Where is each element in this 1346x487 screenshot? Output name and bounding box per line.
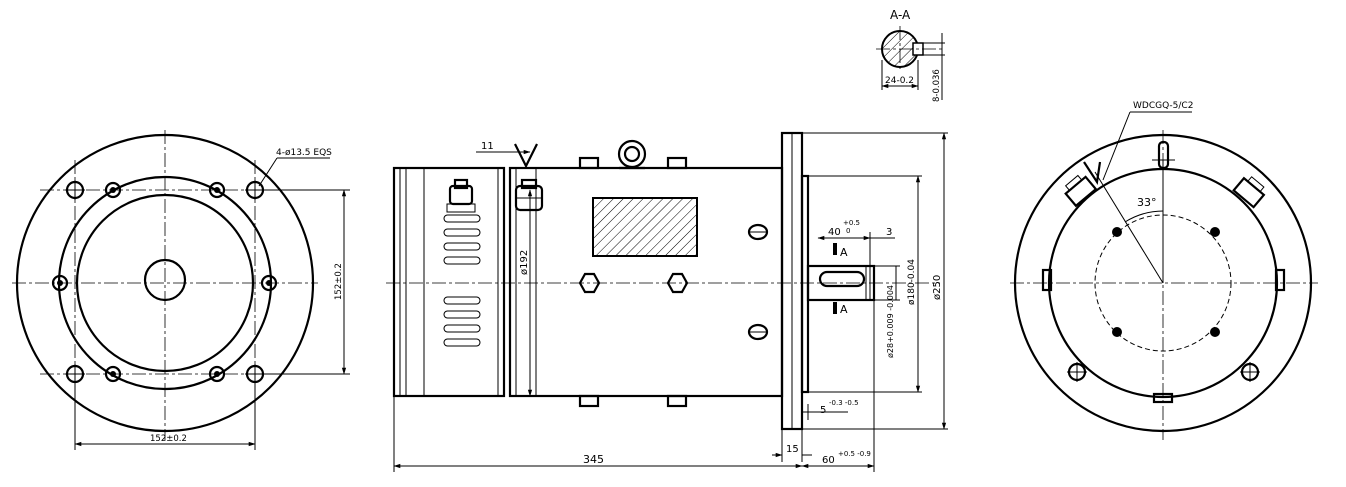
housing-bolt	[578, 394, 600, 408]
left-bolt	[104, 181, 122, 199]
section-mark-top: A	[840, 246, 848, 259]
dim-5-tol: -0.3 -0.5	[829, 399, 859, 407]
left-hole-label: 4-ø13.5 EQS	[276, 148, 332, 158]
body-tab	[1041, 268, 1053, 292]
left-bolt	[51, 274, 69, 292]
section-dim-width: 24-0.2	[885, 76, 914, 86]
left-mount-hole	[65, 364, 85, 384]
section-a-a-view: A-A 24-0.2 8-0.036	[876, 8, 945, 102]
section-dim-key: 8-0.036	[932, 69, 942, 102]
dim-180: ø180-0.04	[907, 259, 917, 305]
left-front-view: 4-ø13.5 EQS 152±0.2 152±0.2	[12, 130, 350, 450]
terminal-post	[514, 178, 544, 212]
side-view: A A 11 ø192 40 +0.5 0 3 ø28+0.009 -0.004…	[386, 131, 948, 472]
left-dim-horizontal: 152±0.2	[150, 434, 187, 444]
dim-40-tol-lower: 0	[846, 227, 850, 235]
dim-60-tol: +0.5 -0.9	[838, 450, 871, 458]
vent-slots-lower	[443, 296, 481, 347]
hex-bolt	[578, 272, 601, 294]
angled-terminal	[1064, 174, 1098, 208]
dim-250: ø250	[932, 275, 943, 300]
hex-bolt	[666, 272, 689, 294]
housing-bolt	[666, 394, 688, 408]
angled-terminal	[1232, 176, 1266, 209]
output-shaft	[806, 264, 876, 302]
dim-345: 345	[583, 453, 604, 466]
left-bolt	[208, 365, 226, 383]
lifting-eye	[617, 139, 647, 170]
section-title: A-A	[890, 8, 911, 22]
section-mark-bottom: A	[840, 303, 848, 316]
rear-end-cap	[392, 166, 506, 398]
right-model-label: WDCGQ-5/C2	[1133, 101, 1193, 111]
dim-192: ø192	[519, 250, 530, 275]
terminal-post	[446, 178, 476, 213]
right-angle: 33°	[1137, 196, 1157, 209]
body-tab	[1274, 268, 1286, 292]
left-bolt	[260, 274, 278, 292]
brush-dot	[1112, 327, 1122, 337]
left-dim-vertical: 152±0.2	[334, 263, 344, 300]
dim-5: 5	[820, 405, 826, 416]
dim-11: 11	[481, 141, 494, 152]
left-bolt	[208, 181, 226, 199]
right-mount-hole	[1067, 362, 1087, 382]
housing-bolt	[578, 156, 600, 170]
dim-15: 15	[786, 444, 799, 455]
nameplate	[592, 197, 698, 257]
dim-3: 3	[886, 227, 892, 238]
oval-screw	[747, 323, 769, 341]
left-bolt	[104, 365, 122, 383]
brush-dot	[1112, 227, 1122, 237]
right-rear-view: 33° WDCGQ-5/C2	[1010, 101, 1318, 440]
brush-dot	[1210, 227, 1220, 237]
housing-bolt	[666, 156, 688, 170]
left-mount-hole	[65, 180, 85, 200]
dim-28: ø28+0.009 -0.004	[886, 285, 895, 358]
right-mount-hole	[1240, 362, 1260, 382]
shaft-keyway	[818, 270, 866, 288]
oval-screw	[747, 223, 769, 241]
vent-slots-upper	[443, 214, 481, 265]
dim-40: 40	[828, 227, 841, 238]
dim-60: 60	[822, 455, 835, 466]
body-tab	[1152, 392, 1174, 404]
brush-dot	[1210, 327, 1220, 337]
dim-40-tol-upper: +0.5	[843, 219, 860, 227]
